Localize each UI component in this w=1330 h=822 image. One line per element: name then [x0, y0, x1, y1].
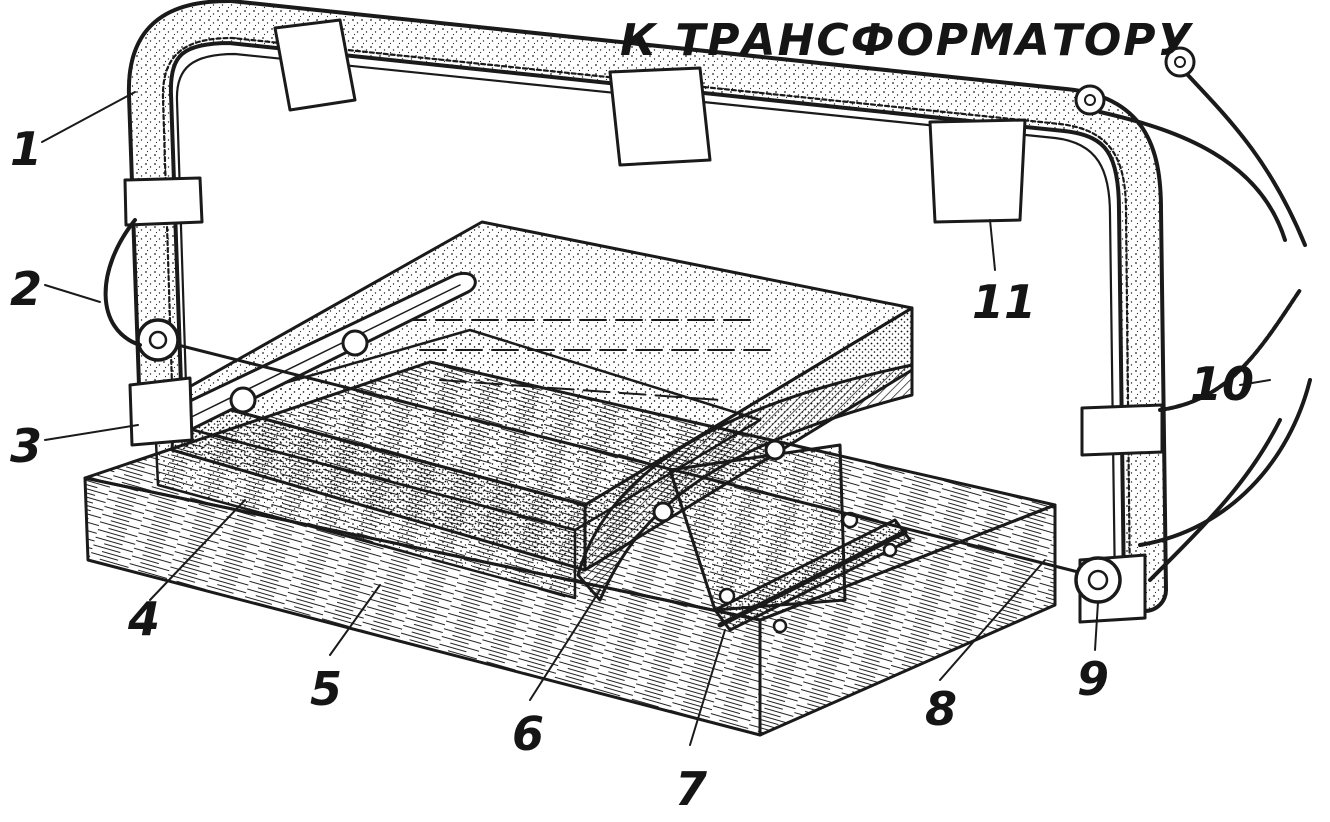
plate-screws	[229, 329, 786, 523]
label-2: 2	[10, 262, 42, 316]
label-9: 9	[1077, 652, 1109, 706]
lead-wires	[103, 46, 1312, 582]
label-11: 11	[972, 275, 1036, 329]
curved-guide	[576, 363, 914, 602]
label-3: 3	[10, 419, 42, 473]
label-10: 10	[1190, 357, 1254, 411]
tube-frame	[126, 0, 1168, 613]
label-6: 6	[512, 707, 544, 761]
label-1: 1	[10, 122, 42, 176]
label-5: 5	[310, 662, 342, 716]
label-4: 4	[127, 592, 160, 646]
stop-bracket	[668, 443, 912, 634]
wire-clamps	[136, 318, 1122, 604]
label-7: 7	[675, 762, 707, 816]
header-label: К ТРАНСФОРМАТОРУ	[620, 15, 1194, 66]
label-8: 8	[925, 682, 957, 736]
tape-wraps	[123, 18, 1164, 457]
leader-lines	[41, 91, 1271, 746]
heating-wire	[156, 338, 1100, 579]
